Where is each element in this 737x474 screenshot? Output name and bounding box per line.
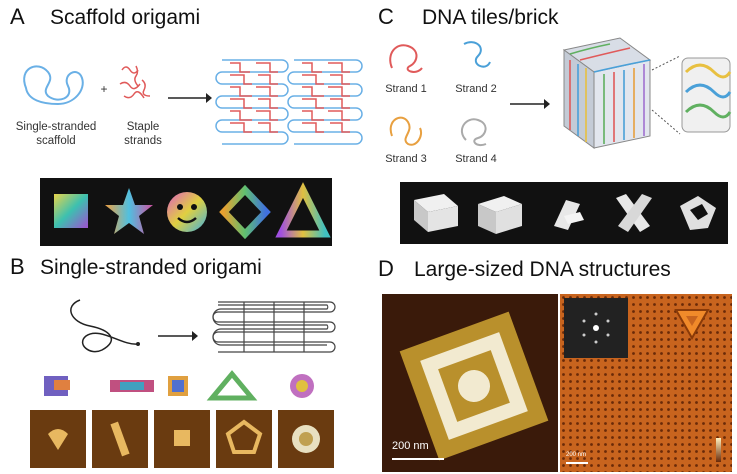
strand-4-drawing [460, 118, 487, 147]
strand-1-drawing [389, 44, 423, 73]
helix-zoom-detail [681, 57, 732, 133]
arrow-right-icon [510, 99, 550, 109]
strand-4-label: Strand 4 [455, 153, 497, 165]
panel-d-title: Large-sized DNA structures [414, 258, 671, 281]
afm-pentagon-image [216, 410, 272, 468]
strand-3-drawing [389, 116, 422, 146]
strand-3-label: Strand 3 [385, 153, 427, 165]
panel-a: A Scaffold origami Single-stranded scaff… [0, 0, 370, 250]
origami-shapes-strip [40, 178, 332, 246]
smiley-origami-image [167, 192, 207, 232]
scaffold-label-line-2: scaffold [36, 135, 76, 147]
triangle-model-inset [674, 309, 710, 341]
triangle-origami-image [275, 182, 331, 238]
triangle-square-origami-image [219, 184, 271, 240]
arrow-right-icon [158, 331, 198, 341]
dna-brick-cube [562, 37, 652, 149]
model-circle [290, 374, 314, 398]
model-square [168, 376, 188, 396]
plus-sign: + [100, 82, 108, 96]
arrow-right-icon [168, 93, 212, 103]
square-origami-image [54, 194, 88, 228]
scale-bar-small [566, 462, 588, 464]
color-scale-bar [716, 438, 721, 462]
panel-d: D Large-sized DNA structures 200 nm [372, 252, 737, 474]
brick-shape-2-image [478, 196, 522, 234]
zoom-lines [651, 55, 681, 135]
brick-shapes-strip [400, 182, 728, 244]
star-origami-image [105, 188, 153, 234]
panel-d-letter: D [378, 256, 394, 281]
fft-inset-image [564, 298, 628, 358]
model-rectangle [110, 380, 154, 392]
model-heart [44, 376, 70, 396]
strand-2-label: Strand 2 [455, 83, 497, 95]
panel-c-title: DNA tiles/brick [422, 6, 559, 29]
panel-c: C DNA tiles/brick Strand 1 Strand 2 Stra… [372, 0, 737, 250]
afm-square-image [154, 410, 210, 468]
scale-bar [392, 458, 444, 460]
ss-models-row [44, 370, 314, 401]
brick-shape-5-image [680, 196, 716, 230]
staple-label-line-2: strands [124, 135, 162, 147]
afm-row [30, 410, 340, 470]
scaffold-strand-drawing [23, 65, 84, 106]
panel-b: B Single-stranded origami [0, 252, 370, 474]
model-triangle [206, 370, 258, 401]
scaffold-label-line-1: Single-stranded [15, 121, 97, 133]
panel-c-letter: C [378, 4, 394, 29]
scale-bar-small-label: 200 nm [566, 452, 587, 458]
scaffold-origami-lattice [215, 59, 363, 145]
afm-heart-image [30, 410, 86, 468]
strand-2-drawing [463, 41, 491, 68]
staple-strands-drawing [119, 65, 151, 99]
single-stranded-lattice [212, 301, 336, 353]
panel-a-letter: A [10, 4, 25, 29]
staple-label: Staple strands [108, 120, 178, 148]
panel-b-title: Single-stranded origami [40, 256, 262, 279]
afm-circle-image [278, 410, 334, 468]
brick-shape-3-image [554, 200, 584, 230]
panel-a-title: Scaffold origami [50, 6, 201, 29]
afm-rectangle-image [92, 410, 148, 468]
scaffold-label: Single-stranded scaffold [6, 120, 106, 148]
scale-bar-label: 200 nm [392, 440, 429, 452]
brick-shape-1-image [414, 194, 458, 232]
single-strand-drawing [70, 299, 140, 353]
afm-large-square-image: 200 nm [382, 294, 558, 472]
staple-label-line-1: Staple [126, 121, 160, 133]
brick-shape-x-image [616, 194, 652, 232]
afm-lattice-image: 200 nm [560, 294, 732, 472]
strand-1-label: Strand 1 [385, 83, 427, 95]
panel-b-letter: B [10, 254, 25, 279]
